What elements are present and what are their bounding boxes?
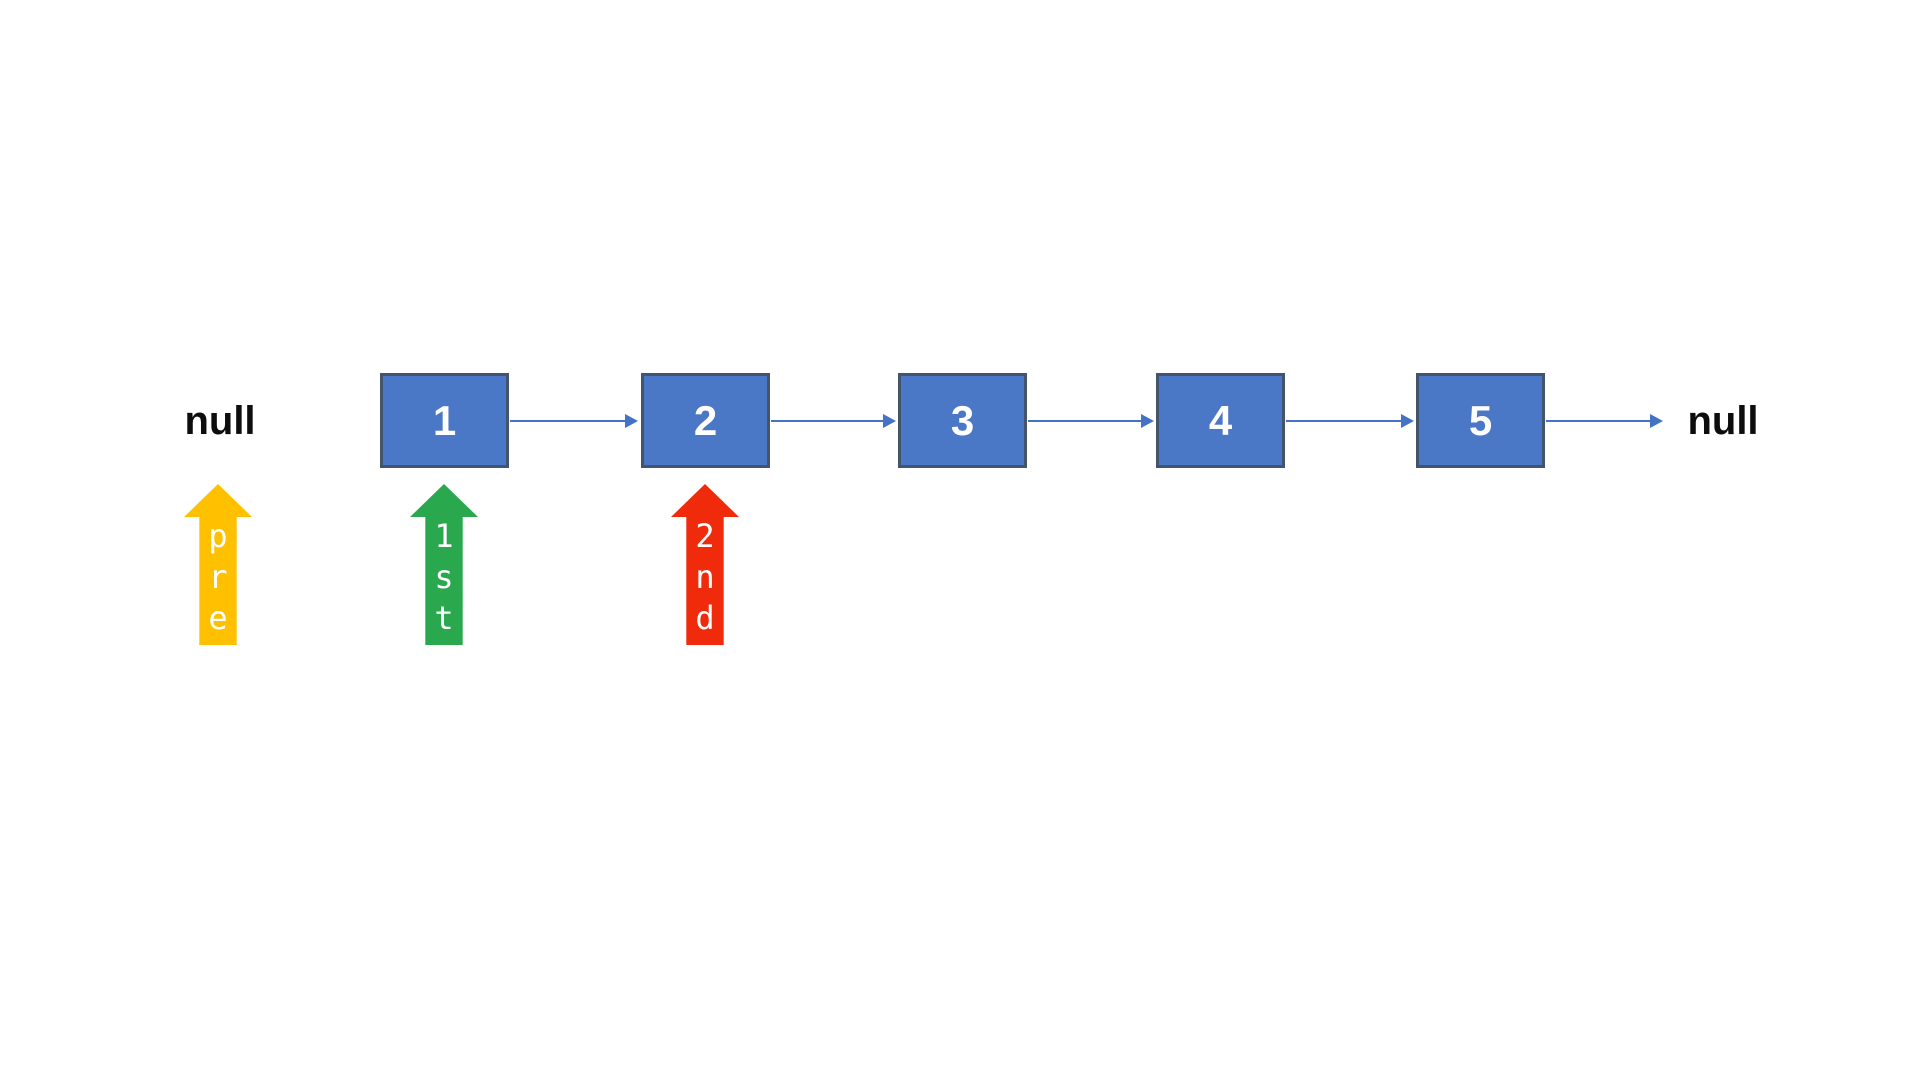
arrow-shaft [1286, 420, 1404, 422]
node-value: 3 [950, 396, 975, 444]
list-node-2: 2 [641, 373, 770, 468]
node-value: 1 [432, 396, 457, 444]
pre-pointer-label: p r e [184, 516, 252, 639]
pre-pointer-arrow-icon: p r e [184, 484, 252, 645]
pointer-char: n [695, 558, 715, 596]
pointer-char: 1 [434, 517, 454, 555]
arrowhead-right-icon [625, 414, 638, 428]
list-node-5: 5 [1416, 373, 1545, 468]
pointer-char: r [208, 558, 228, 596]
arrowhead-right-icon [1401, 414, 1414, 428]
next-arrow-2-3 [771, 414, 896, 428]
head-null-label: null [184, 399, 256, 443]
next-arrow-5-null [1546, 414, 1663, 428]
list-node-1: 1 [380, 373, 509, 468]
arrow-shaft [510, 420, 628, 422]
next-arrow-1-2 [510, 414, 638, 428]
second-pointer-label: 2 n d [671, 516, 739, 639]
arrowhead-right-icon [1650, 414, 1663, 428]
node-value: 5 [1468, 396, 1493, 444]
pointer-char: p [208, 517, 228, 555]
arrow-shaft [1028, 420, 1144, 422]
node-value: 2 [693, 396, 718, 444]
second-pointer-arrow-icon: 2 n d [671, 484, 739, 645]
tail-null-label: null [1687, 399, 1759, 443]
arrowhead-right-icon [883, 414, 896, 428]
list-node-3: 3 [898, 373, 1027, 468]
first-pointer-arrow-icon: 1 s t [410, 484, 478, 645]
arrowhead-right-icon [1141, 414, 1154, 428]
arrow-shaft [1546, 420, 1653, 422]
pointer-char: s [434, 558, 454, 596]
next-arrow-4-5 [1286, 414, 1414, 428]
list-node-4: 4 [1156, 373, 1285, 468]
arrow-shaft [771, 420, 886, 422]
first-pointer-label: 1 s t [410, 516, 478, 639]
node-value: 4 [1208, 396, 1233, 444]
pointer-char: e [208, 599, 228, 637]
pointer-char: t [434, 599, 454, 637]
pointer-char: d [695, 599, 715, 637]
pointer-char: 2 [695, 517, 715, 555]
next-arrow-3-4 [1028, 414, 1154, 428]
